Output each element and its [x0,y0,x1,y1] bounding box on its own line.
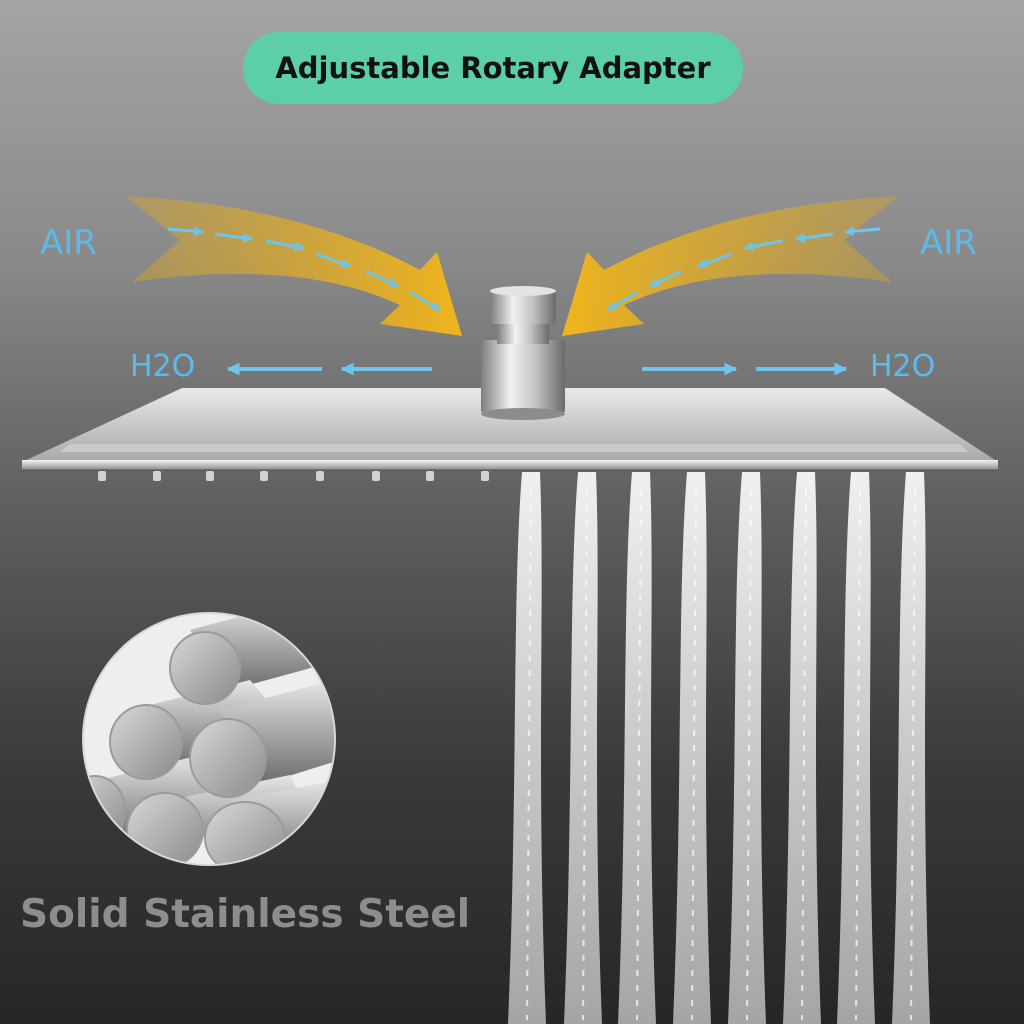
water-stream-icon [728,472,766,1024]
air-arrow-right [562,196,899,336]
water-stream-icon [618,472,656,1024]
material-caption: Solid Stainless Steel [20,892,471,937]
nozzle-row [98,471,489,481]
water-stream-icon [673,472,711,1024]
water-stream-icon [508,472,546,1024]
rod-end [189,718,267,798]
rod-end [204,801,286,865]
airflow-arrow-icon [562,196,899,336]
rod-end [83,775,126,845]
air-arrow-left [125,196,462,336]
rotary-adapter [481,286,565,420]
air-label-right: AIR [920,223,977,263]
air-flow-dashes-right [607,226,881,312]
water-stream-icon [892,472,930,1024]
rod-end [169,631,241,705]
water-stream-icon [837,472,875,1024]
feature-banner: Adjustable Rotary Adapter [243,32,743,104]
water-stream-icon [564,472,602,1024]
water-streams [508,472,930,1024]
h2o-label-left: H2O [130,349,196,384]
h2o-label-right: H2O [870,349,936,384]
rod-end [126,792,204,865]
rod-end [109,704,183,780]
steel-rods-inset [82,612,336,866]
airflow-arrow-icon [125,196,462,336]
water-stream-icon [783,472,821,1024]
air-flow-dashes-left [167,226,441,312]
shower-head-plate [22,388,998,471]
air-label-left: AIR [40,223,97,263]
